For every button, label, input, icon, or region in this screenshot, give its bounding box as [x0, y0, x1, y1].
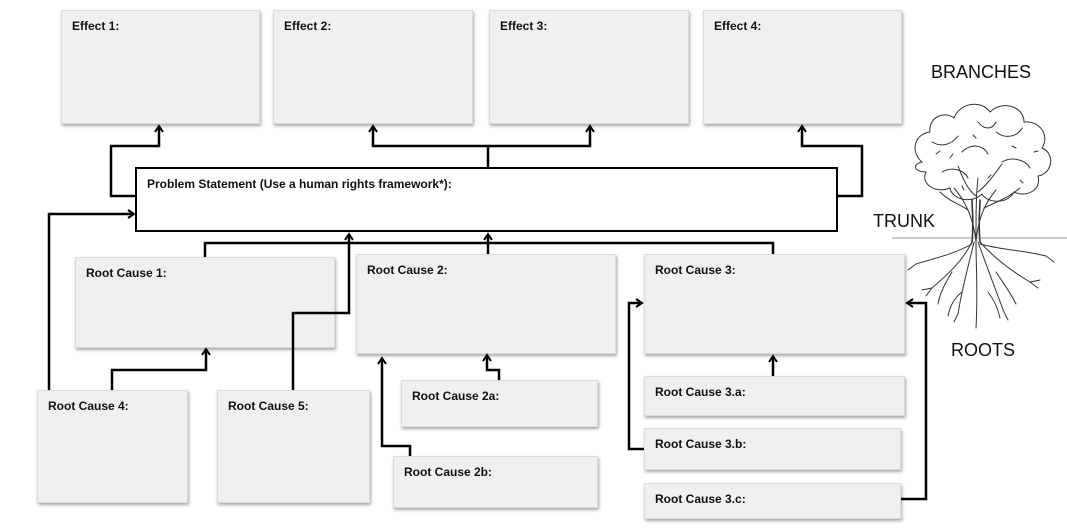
- arrow-problem-to-effect-2: [368, 124, 490, 167]
- problem-statement-box[interactable]: Problem Statement (Use a human rights fr…: [135, 167, 838, 232]
- arrow-rc4-to-rc1: [110, 347, 211, 390]
- arrow-rc2a-to-rc2: [482, 353, 501, 380]
- problem-statement-label: Problem Statement (Use a human rights fr…: [147, 177, 452, 191]
- roots-label: ROOTS: [951, 340, 1016, 360]
- effect-2-label: Effect 2:: [284, 19, 332, 33]
- root-cause-3c-box[interactable]: Root Cause 3.c:: [644, 483, 901, 519]
- root-cause-2-box[interactable]: Root Cause 2:: [356, 254, 616, 354]
- arrow-rc4-to-problem: [47, 209, 136, 390]
- effect-4-box[interactable]: Effect 4:: [703, 10, 902, 124]
- root-cause-3c-label: Root Cause 3.c:: [655, 492, 746, 506]
- root-cause-1-box[interactable]: Root Cause 1:: [75, 257, 335, 348]
- arrow-problem-to-effect-4: [797, 124, 864, 198]
- arrow-rc1-to-problem: [203, 241, 488, 257]
- root-cause-3a-label: Root Cause 3.a:: [655, 385, 746, 399]
- root-cause-2-label: Root Cause 2:: [367, 263, 448, 277]
- trunk-label: TRUNK: [873, 211, 935, 231]
- effect-3-box[interactable]: Effect 3:: [489, 10, 689, 124]
- tree-illustration: [892, 103, 1067, 329]
- root-cause-2a-box[interactable]: Root Cause 2a:: [401, 380, 598, 427]
- effect-1-label: Effect 1:: [72, 19, 120, 33]
- root-cause-3-box[interactable]: Root Cause 3:: [644, 254, 905, 354]
- root-cause-2b-box[interactable]: Root Cause 2b:: [393, 456, 598, 508]
- arrow-rc2b-to-rc2: [377, 356, 412, 456]
- arrow-rc3-to-problem: [488, 241, 775, 254]
- arrow-rc3c-to-rc3: [901, 298, 928, 501]
- branches-label: BRANCHES: [931, 62, 1032, 82]
- root-cause-4-label: Root Cause 4:: [48, 399, 129, 413]
- root-cause-4-box[interactable]: Root Cause 4:: [37, 390, 188, 503]
- root-cause-3a-box[interactable]: Root Cause 3.a:: [644, 376, 905, 416]
- arrow-rc3b-to-rc3: [627, 298, 644, 451]
- root-cause-5-box[interactable]: Root Cause 5:: [217, 390, 370, 503]
- arrow-problem-to-effect-1: [109, 124, 164, 198]
- effect-3-label: Effect 3:: [500, 19, 548, 33]
- arrow-problem-to-effect-3: [488, 124, 595, 148]
- effect-4-label: Effect 4:: [714, 19, 762, 33]
- root-cause-1-label: Root Cause 1:: [86, 266, 167, 280]
- root-cause-5-label: Root Cause 5:: [228, 399, 309, 413]
- effect-2-box[interactable]: Effect 2:: [273, 10, 473, 124]
- root-cause-3b-label: Root Cause 3.b:: [655, 437, 747, 451]
- root-cause-3-label: Root Cause 3:: [655, 263, 736, 277]
- root-cause-3b-box[interactable]: Root Cause 3.b:: [644, 428, 901, 470]
- root-cause-2a-label: Root Cause 2a:: [412, 389, 500, 403]
- arrow-rc5-to-problem: [291, 232, 354, 390]
- root-cause-2b-label: Root Cause 2b:: [404, 465, 493, 479]
- effect-1-box[interactable]: Effect 1:: [61, 10, 260, 124]
